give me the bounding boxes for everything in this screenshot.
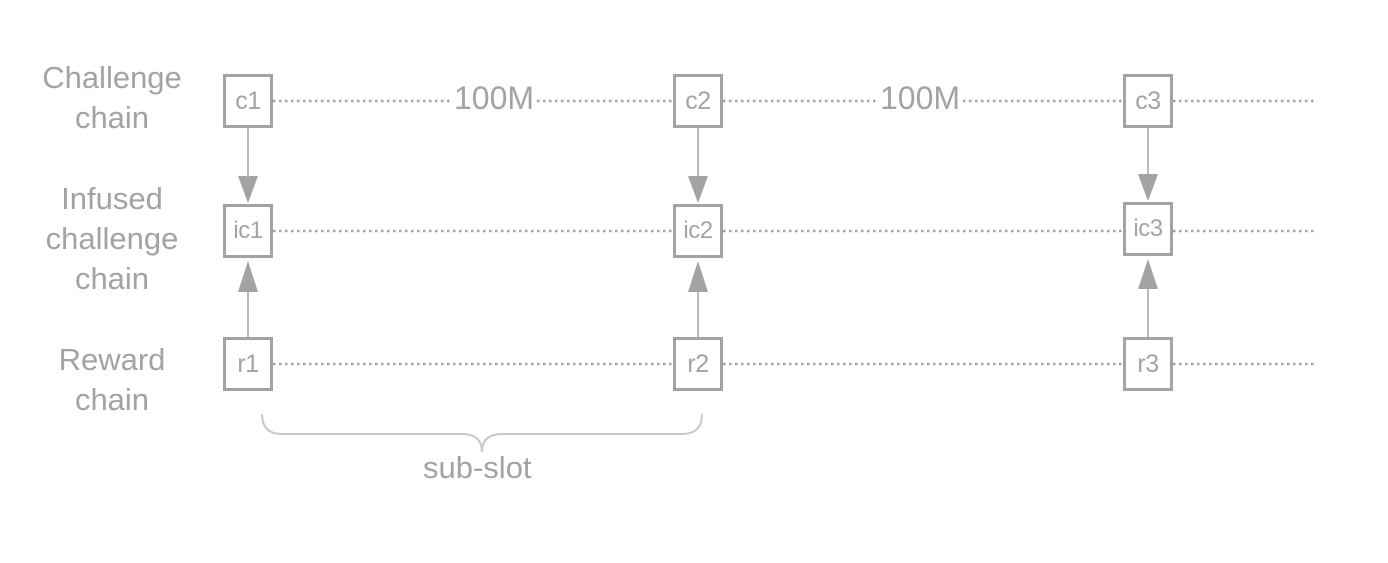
reward-node-r3: r3 <box>1123 337 1173 391</box>
arrow-r3-to-ic3 <box>1138 259 1158 337</box>
challenge-node-c2: c2 <box>673 74 723 128</box>
challenge-gap-label: 100M <box>452 80 537 116</box>
arrow-c3-to-ic3 <box>1138 128 1158 201</box>
arrow-c1-to-ic1 <box>238 128 258 203</box>
reward-node-r1: r1 <box>223 337 273 391</box>
infused-challenge-chain-label: Infused challenge chain <box>45 181 179 296</box>
challenge-node-c1: c1 <box>223 74 273 128</box>
reward-chain-label: Reward chain <box>58 342 166 417</box>
arrow-r1-to-ic1 <box>238 261 258 337</box>
arrow-r2-to-ic2 <box>688 261 708 337</box>
sub-slot-brace <box>261 413 703 453</box>
infused-node-ic3: ic3 <box>1123 202 1173 256</box>
sub-slot-label: sub-slot <box>423 450 532 485</box>
challenge-gap-label: 100M <box>878 80 963 116</box>
challenge-chain-label: Challenge chain <box>42 60 182 135</box>
reward-node-r2: r2 <box>673 337 723 391</box>
challenge-node-c3: c3 <box>1123 74 1173 128</box>
infused-node-ic2: ic2 <box>673 204 723 258</box>
infused-node-ic1: ic1 <box>223 204 273 258</box>
arrow-c2-to-ic2 <box>688 128 708 203</box>
